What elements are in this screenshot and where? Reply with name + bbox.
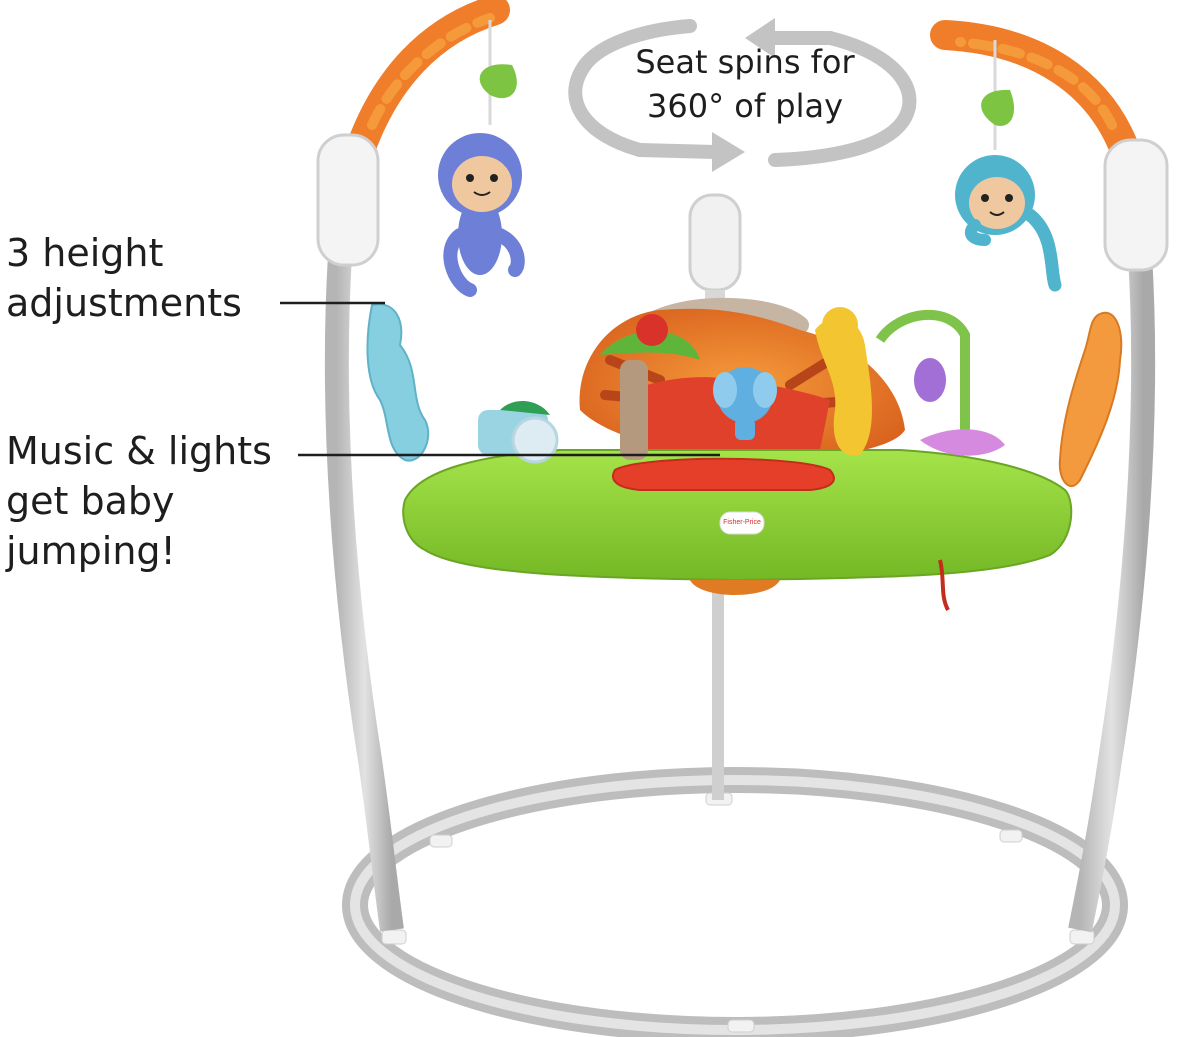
teal-monkey-toy (955, 40, 1062, 292)
elephant-toy (713, 367, 777, 440)
seat-spin-callout: Seat spins for 360° of play (600, 40, 890, 128)
left-spring-cover (366, 303, 430, 462)
height-callout-line2: adjustments (6, 281, 242, 325)
activity-tray (402, 449, 1073, 611)
spin-callout-line1: Seat spins for (635, 43, 855, 81)
bead-toy (875, 309, 1005, 456)
height-adjustment-callout: 3 height adjustments (6, 228, 276, 328)
right-spring-cover (1058, 311, 1123, 488)
giraffe-toy (815, 307, 872, 456)
spin-arrow-icon (568, 18, 917, 172)
spinner-toy (478, 400, 559, 464)
music-callout-line1: Music & lights (6, 429, 272, 473)
base-ring (342, 767, 1128, 1037)
music-lights-callout: Music & lights get baby jumping! (6, 426, 306, 576)
music-callout-line3: jumping! (6, 529, 176, 573)
fisher-price-logo: Fisher-Price (723, 519, 761, 526)
spin-callout-line2: 360° of play (646, 87, 843, 125)
height-callout-line1: 3 height (6, 231, 164, 275)
frame-poles (324, 254, 1156, 933)
music-callout-line2: get baby (6, 479, 175, 523)
palm-tree-toy (600, 314, 700, 460)
blue-monkey-toy (438, 20, 525, 297)
right-toy-arc (930, 20, 1169, 272)
left-toy-arc (316, 0, 510, 267)
